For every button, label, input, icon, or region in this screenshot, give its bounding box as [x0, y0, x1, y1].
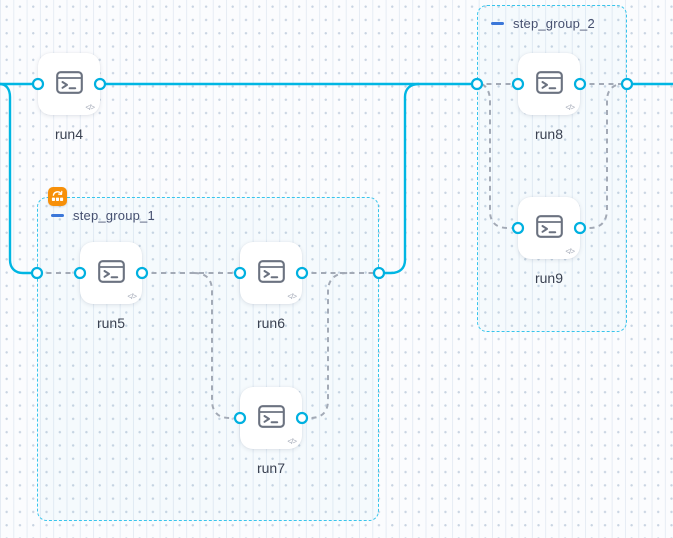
node-card[interactable]: </>: [518, 53, 580, 115]
terminal-icon: [535, 70, 563, 94]
code-icon: </>: [565, 103, 575, 112]
terminal-icon: [257, 404, 285, 428]
node-label: run6: [256, 315, 286, 331]
terminal-icon: [55, 70, 83, 94]
node-label: run9: [534, 270, 564, 286]
group-header: step_group_2: [478, 6, 626, 31]
node-label: run7: [256, 460, 286, 476]
code-icon: </>: [565, 247, 575, 256]
code-icon: </>: [85, 103, 95, 112]
collapse-dash-icon[interactable]: [51, 214, 64, 217]
group-label: step_group_1: [73, 208, 155, 223]
group-label: step_group_2: [513, 16, 595, 31]
group-header: step_group_1: [38, 198, 378, 223]
deploy-boxes-icon: [51, 190, 64, 201]
collapse-dash-icon[interactable]: [491, 22, 504, 25]
node-run6[interactable]: </> run6: [240, 242, 302, 331]
node-run8[interactable]: </> run8: [518, 53, 580, 142]
node-label: run4: [54, 126, 84, 142]
edge-input-to-group1-in[interactable]: [0, 82, 37, 275]
group-step-group-1[interactable]: step_group_1: [37, 187, 379, 521]
terminal-icon: [535, 214, 563, 238]
node-card[interactable]: </>: [240, 242, 302, 304]
node-label: run5: [96, 315, 126, 331]
node-card[interactable]: </>: [240, 387, 302, 449]
node-run7[interactable]: </> run7: [240, 387, 302, 476]
code-icon: </>: [127, 292, 137, 301]
node-run4[interactable]: </> run4: [38, 53, 100, 142]
terminal-icon: [257, 259, 285, 283]
node-card[interactable]: </>: [80, 242, 142, 304]
edge-group1-out-merge[interactable]: [379, 82, 420, 275]
node-card[interactable]: </>: [518, 197, 580, 259]
node-card[interactable]: </>: [38, 53, 100, 115]
group-step-group-2[interactable]: step_group_2: [477, 5, 627, 332]
node-label: run8: [534, 126, 564, 142]
deploy-boxes-badge: [48, 187, 67, 206]
code-icon: </>: [287, 437, 297, 446]
code-icon: </>: [287, 292, 297, 301]
node-run9[interactable]: </> run9: [518, 197, 580, 286]
node-run5[interactable]: </> run5: [80, 242, 142, 331]
terminal-icon: [97, 259, 125, 283]
